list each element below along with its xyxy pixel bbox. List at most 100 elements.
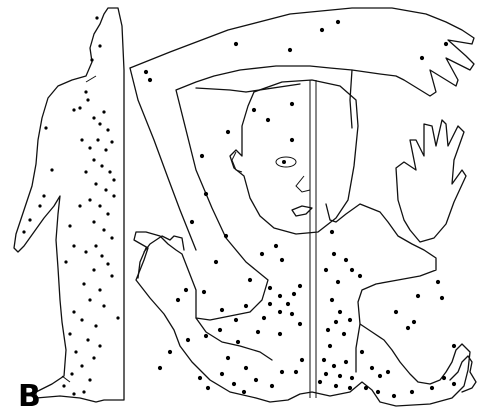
lesion-dot [106, 212, 109, 215]
lesion-dot [88, 146, 91, 149]
lesion-dot [186, 338, 190, 342]
lesion-dot [322, 358, 326, 362]
lesion-dot [68, 332, 71, 335]
lesion-dot [320, 28, 324, 32]
lesion-dot [28, 218, 31, 221]
lesion-dot [100, 164, 103, 167]
lesion-dot [94, 324, 97, 327]
lesion-dot [444, 42, 448, 46]
lesion-dot [364, 386, 368, 390]
lesion-dot [88, 198, 91, 201]
lesion-dot [290, 312, 294, 316]
lesion-dot [394, 310, 398, 314]
lesion-dot [274, 244, 278, 248]
lesion-dot [110, 236, 113, 239]
lesion-dot [420, 56, 424, 60]
lesion-dot [278, 332, 282, 336]
lesion-dot [386, 370, 390, 374]
lesion-dot [72, 108, 75, 111]
lesion-dot [452, 344, 456, 348]
lesion-dot [344, 360, 348, 364]
lesion-dot [262, 316, 266, 320]
lesion-dot [214, 260, 218, 264]
lesion-dot [350, 268, 354, 272]
lesion-dot [108, 170, 111, 173]
lesion-dot [98, 288, 101, 291]
lesion-dot [338, 310, 342, 314]
lesion-dot [190, 220, 194, 224]
lesion-dot [268, 286, 272, 290]
lesion-dot [98, 44, 101, 47]
lesion-dot [370, 366, 374, 370]
lesion-dot [82, 282, 85, 285]
lesion-dot [350, 376, 354, 380]
lesion-dot [102, 228, 105, 231]
lesion-dot [286, 302, 290, 306]
lesion-dot [410, 390, 414, 394]
lesion-dot [218, 328, 222, 332]
lesion-dot [430, 386, 434, 390]
lesion-dot [336, 20, 340, 24]
lesion-dot [22, 230, 25, 233]
lesion-dot [318, 380, 322, 384]
lesion-dot [70, 372, 73, 375]
lesion-dot [100, 254, 103, 257]
lesion-dot [330, 298, 334, 302]
lesion-dot [224, 234, 228, 238]
lesion-dot [86, 338, 89, 341]
lesion-dot [184, 288, 188, 292]
lesion-dot [270, 384, 274, 388]
lesion-dot [102, 110, 105, 113]
lesion-dot [92, 268, 95, 271]
lesion-dot [332, 364, 336, 368]
lesion-dot [72, 310, 75, 313]
lesion-dot [378, 374, 382, 378]
lesion-dot [334, 320, 338, 324]
lesion-dot [44, 126, 47, 129]
lesion-dot [204, 192, 208, 196]
lesion-dot [244, 304, 248, 308]
lesion-dot [38, 204, 41, 207]
lesion-dot [278, 310, 282, 314]
lesion-dot [158, 366, 162, 370]
lesion-dot [260, 252, 264, 256]
panel-label: B [18, 382, 41, 412]
lesion-dot [336, 280, 340, 284]
lesion-dot [416, 294, 420, 298]
unfolded-lesion-dots [144, 20, 456, 398]
lesion-dot [436, 280, 440, 284]
lesion-dot [202, 290, 206, 294]
lesion-dot [452, 382, 456, 386]
lesion-dot [200, 154, 204, 158]
lesion-dot [266, 118, 270, 122]
lesion-dot [242, 390, 246, 394]
side-view-lesion-dots [22, 16, 119, 395]
lesion-dot [78, 106, 81, 109]
lesion-dot [348, 318, 352, 322]
lesion-dot [92, 158, 95, 161]
lesion-dot [92, 116, 95, 119]
lesion-dot [278, 294, 282, 298]
lesion-dot [42, 194, 45, 197]
lesion-dot [268, 302, 272, 306]
lesion-dot [90, 58, 93, 61]
lesion-dot [80, 364, 83, 367]
lesion-dot [292, 292, 296, 296]
lesion-dot [50, 168, 53, 171]
lesion-dot [234, 318, 238, 322]
lesion-dot [84, 170, 87, 173]
lesion-dot [80, 318, 83, 321]
lesion-dot [112, 178, 115, 181]
lesion-dot [288, 48, 292, 52]
lesion-dot [376, 390, 380, 394]
lesion-dot [406, 326, 410, 330]
lesion-dot [168, 350, 172, 354]
lesion-dot [254, 378, 258, 382]
lesion-dot [112, 194, 115, 197]
lesion-dot [110, 140, 113, 143]
lesion-dot [206, 386, 210, 390]
lesion-dot [98, 344, 101, 347]
lesion-dot [176, 298, 180, 302]
lesion-dot [324, 268, 328, 272]
lesion-dot [334, 384, 338, 388]
